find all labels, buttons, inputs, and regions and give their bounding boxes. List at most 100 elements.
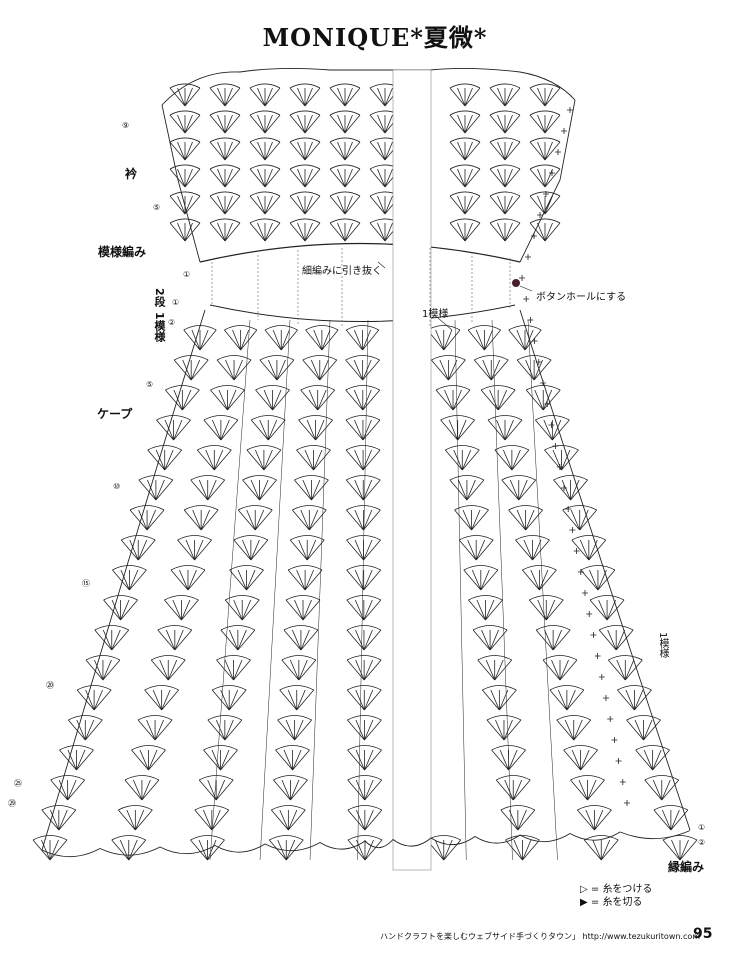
fan-motif (544, 445, 579, 471)
fan-motif (169, 218, 201, 242)
row-number: ⑮ (82, 579, 90, 588)
fan-motif (289, 218, 321, 242)
fan-motif (289, 83, 321, 107)
fan-motif (209, 137, 241, 161)
fan-motif (249, 164, 281, 188)
fan-motif (289, 137, 321, 161)
fan-motif (329, 164, 361, 188)
fan-motif (207, 715, 243, 741)
fan-motif (250, 415, 286, 441)
fan-motif (183, 505, 219, 531)
fan-motif (329, 137, 361, 161)
fan-motif (435, 385, 471, 411)
fan-motif (482, 685, 517, 711)
fan-motif (529, 164, 561, 188)
row-number: ㉙ (8, 799, 16, 808)
fan-motif (300, 385, 335, 411)
fan-motif (617, 685, 652, 711)
fan-motif (224, 595, 260, 621)
fan-motif (169, 137, 201, 161)
fan-motif (662, 835, 698, 861)
fan-motif (298, 415, 333, 441)
fan-motif (535, 415, 570, 441)
fan-motif (76, 685, 112, 711)
fan-motif (522, 565, 557, 591)
fan-motif (489, 164, 521, 188)
center-repeat-label: 1模様 (422, 309, 449, 320)
fan-motif (477, 655, 513, 681)
fan-motif (164, 595, 199, 621)
fan-motif (275, 745, 310, 771)
fan-motif (259, 355, 295, 381)
fan-motif (271, 805, 306, 831)
fan-motif (233, 535, 269, 561)
fan-motif (249, 110, 281, 134)
fan-motif (198, 775, 234, 801)
side-repeat-label: 1模様 (657, 632, 668, 659)
fan-motif (345, 415, 381, 441)
fan-motif (209, 191, 241, 215)
row-marker-2-rows: 2段 (153, 288, 166, 307)
fan-motif (346, 685, 382, 711)
fan-motif (345, 355, 380, 381)
fan-motif (210, 385, 245, 411)
fan-motif (169, 83, 201, 107)
fan-motif (249, 218, 281, 242)
fan-motif (501, 475, 537, 501)
row-number: ① (172, 298, 180, 307)
fan-motif (156, 415, 191, 441)
fan-motif (347, 775, 383, 801)
fan-motif (487, 415, 523, 441)
fan-motif (486, 715, 522, 741)
fan-motif (500, 805, 536, 831)
fan-motif (279, 685, 315, 711)
fan-motif (103, 595, 138, 621)
fan-motif (529, 137, 561, 161)
fan-motif (346, 655, 382, 681)
fan-motif (169, 110, 201, 134)
fan-motif (173, 355, 209, 381)
fan-motif (203, 745, 238, 771)
edging-label: 縁編み (668, 860, 705, 874)
fan-motif (249, 137, 281, 161)
row-number: ① (183, 270, 191, 279)
page-title: MONIQUE*夏微* (262, 23, 488, 52)
fan-motif (289, 535, 325, 561)
fan-motif (463, 565, 499, 591)
fan-motif (577, 805, 612, 831)
fan-motif (242, 475, 277, 501)
fan-motif (329, 218, 361, 242)
attach-yarn-text: 糸をつける (602, 884, 653, 895)
fan-motif (489, 137, 521, 161)
fan-motif (138, 475, 174, 501)
fan-motif (170, 565, 206, 591)
fan-motif (345, 475, 381, 501)
fan-motif (473, 355, 509, 381)
fan-motif (346, 505, 381, 531)
fan-motif (144, 685, 179, 711)
fan-motif (347, 715, 382, 741)
fan-motif (347, 745, 382, 771)
fan-motif (563, 745, 598, 771)
fan-motif (345, 385, 381, 411)
fan-motif (183, 325, 217, 351)
fan-motif (196, 445, 232, 471)
fan-motif (216, 655, 251, 681)
fan-motif (287, 565, 323, 591)
fan-motif (449, 218, 481, 242)
fan-motif (157, 625, 193, 651)
fan-motif (508, 505, 543, 531)
page-number: 95 (693, 926, 713, 942)
fan-motif (529, 110, 561, 134)
fan-motif (289, 110, 321, 134)
fan-motif (468, 595, 503, 621)
fan-motif (635, 745, 670, 771)
fan-motif (273, 775, 308, 801)
fan-motif (571, 535, 607, 561)
fan-motif (209, 110, 241, 134)
fan-motif (444, 445, 480, 471)
cut-yarn-text: 糸を切る (602, 897, 643, 908)
fan-motif (169, 191, 201, 215)
fan-motif (449, 191, 481, 215)
